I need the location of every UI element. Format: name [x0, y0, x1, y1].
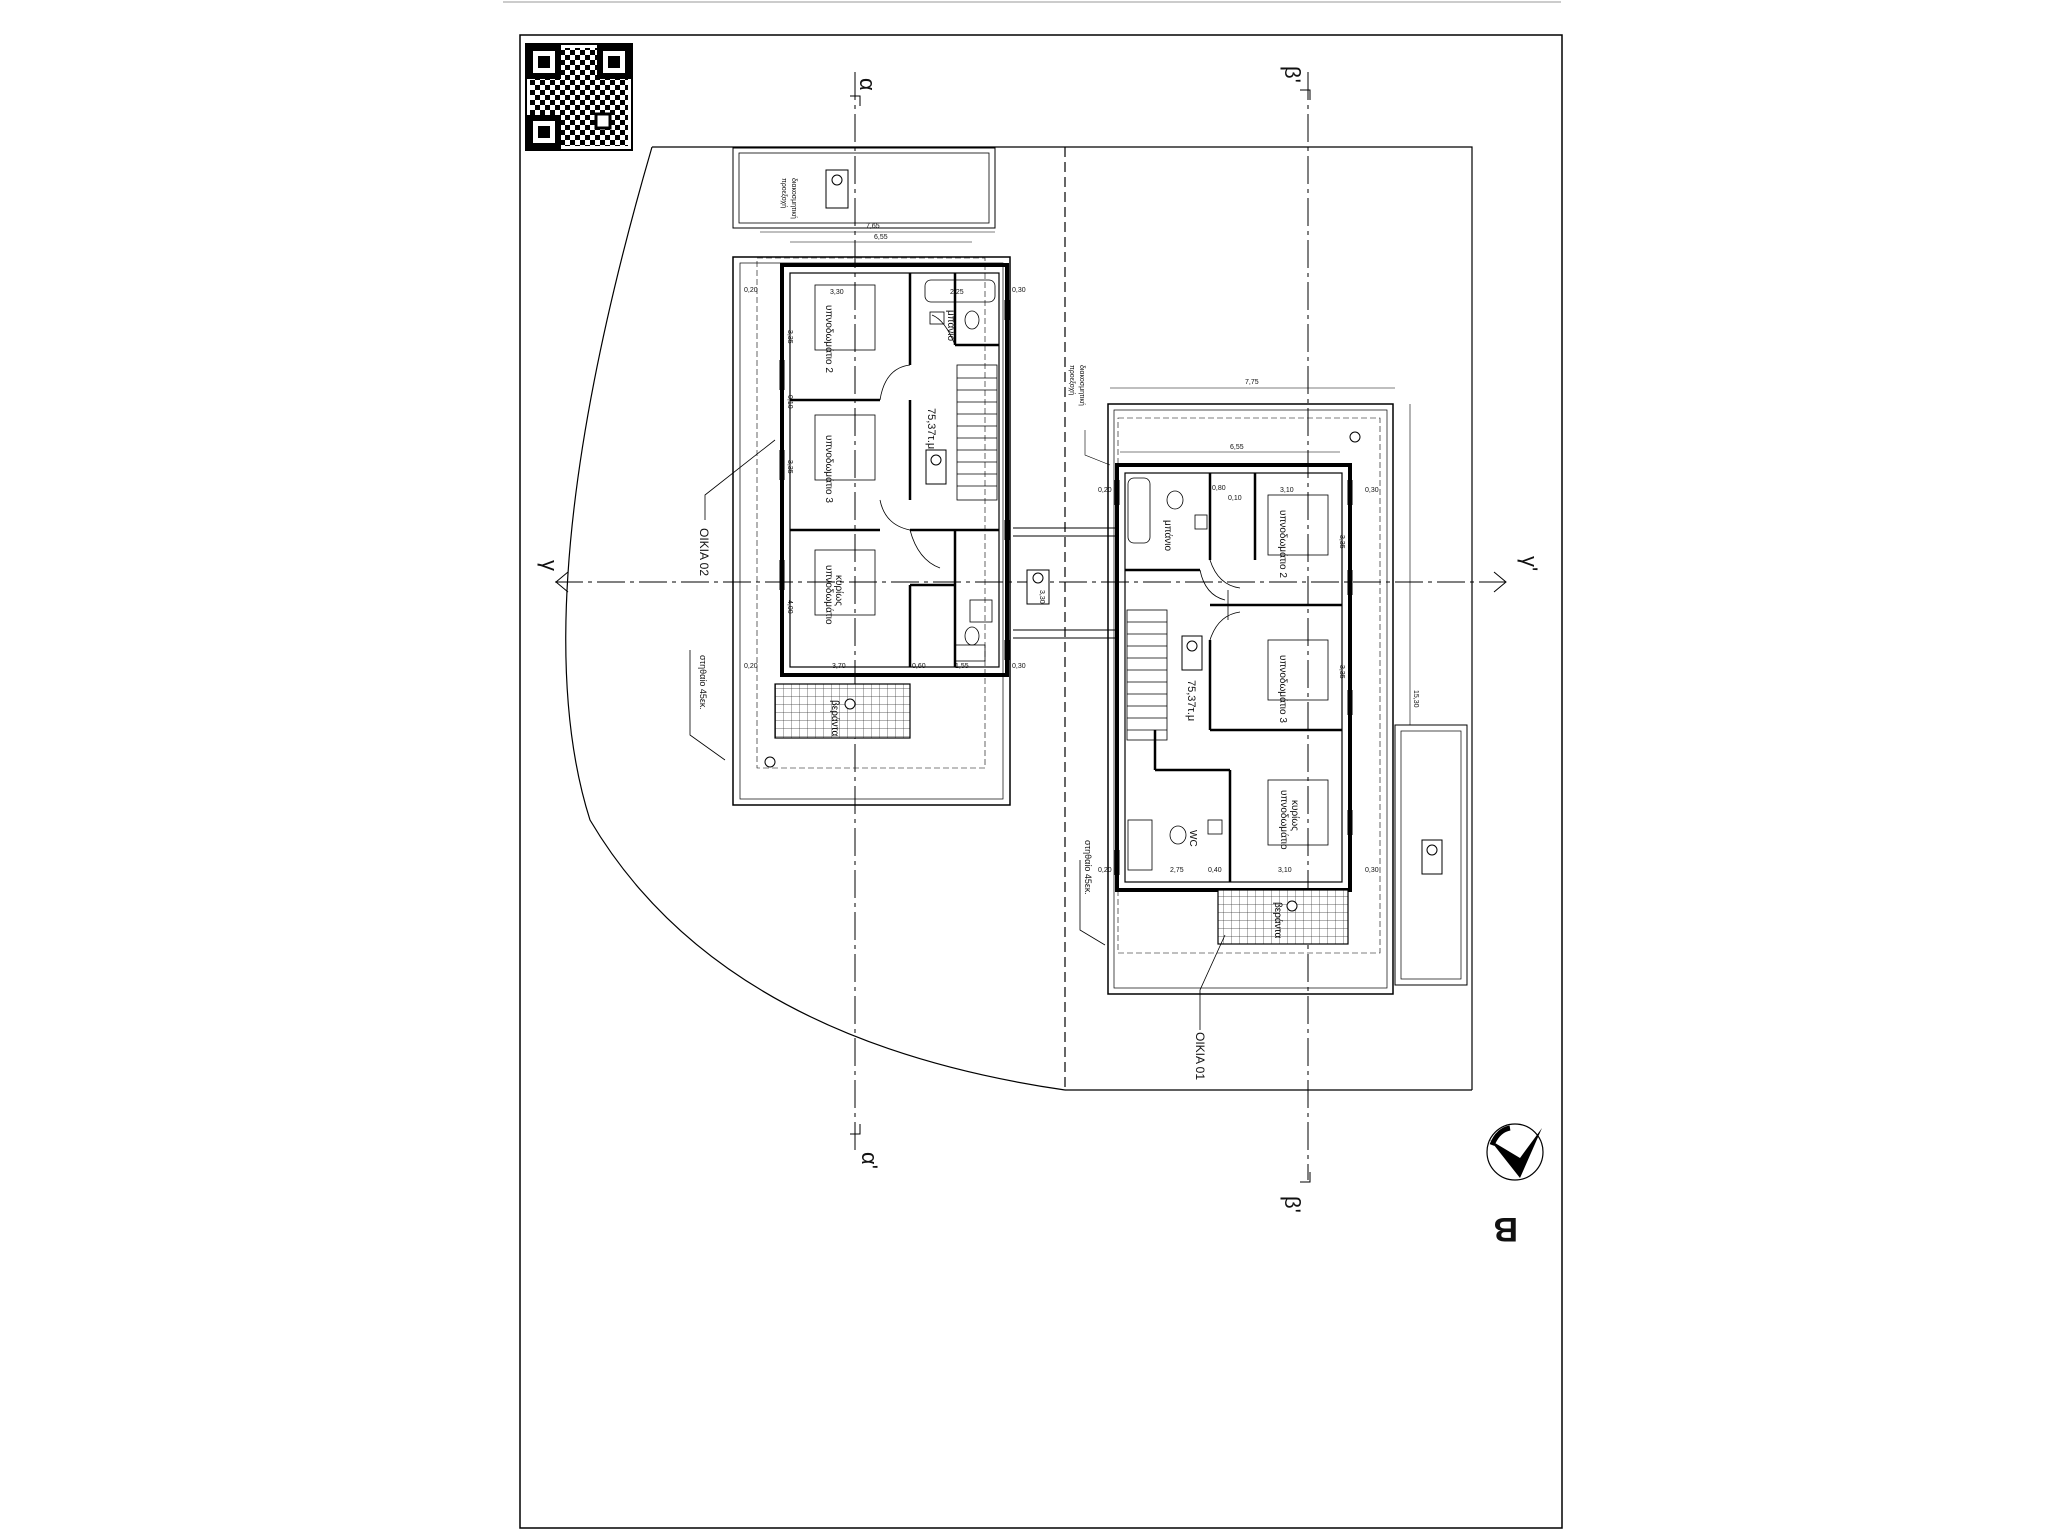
house01-room-master-1: κυρίως — [1289, 800, 1301, 831]
house01-room-master-2: υπνοδωμάτιο — [1278, 790, 1290, 850]
house01-room-bedroom-3: υπνοδωμάτιο 3 — [1277, 655, 1289, 723]
house01-veranda — [1217, 889, 1349, 945]
house02-dim-bottom-left: 0,20 — [744, 663, 758, 670]
house01-dim-bottom-b: 0,40 — [1208, 867, 1222, 874]
house01-level-tag-center — [1181, 635, 1203, 671]
house01-pergola-label-1: διακοσμητική — [1078, 365, 1085, 406]
house01-dim-bottom-w: 2,75 — [1170, 867, 1184, 874]
house02-dim-top-r: 0,30 — [1012, 287, 1026, 294]
house02-outer-wall — [780, 263, 1009, 677]
house02-dim-overall: 7,65 — [866, 223, 880, 230]
house01-dim-bottom-left: 0,20 — [1098, 867, 1112, 874]
house02-dim-h4: 4,00 — [786, 600, 793, 614]
house01-dim-inner: 6,55 — [1230, 444, 1244, 451]
house02-room-master-2: υπνοδωμάτιο — [823, 565, 835, 625]
house01-room-wc: WC — [1187, 830, 1198, 847]
house02-dim-h3: 3,35 — [786, 460, 793, 474]
house02-area: 75,37τ.μ — [925, 408, 937, 449]
house02-level-tag-top — [825, 169, 849, 209]
walkway — [1013, 527, 1115, 639]
house01-dim-h1: 3,35 — [1338, 535, 1345, 549]
house02-dim-room-w: 3,30 — [830, 289, 844, 296]
house02-pergola — [732, 147, 996, 229]
house02-dim-bath-w: 2,25 — [950, 289, 964, 296]
section-alpha-top: α — [855, 78, 880, 91]
house02-bath-fixtures — [924, 279, 996, 662]
house01-room-bedroom-2: υπνοδωμάτιο 2 — [1277, 510, 1289, 578]
house-02: διακοσμητική προεξοχή 7,65 6,55 — [689, 147, 1026, 806]
section-gamma-left: γ — [537, 560, 562, 571]
house01-dim-right: 0,30 — [1365, 487, 1379, 494]
section-beta-bottom: β' — [1280, 1196, 1305, 1213]
house02-pergola-label-1: διακοσμητική — [790, 178, 797, 219]
house02-veranda-label: βεράντα — [829, 700, 841, 736]
section-alpha-bottom: α' — [857, 1152, 882, 1169]
house02-dim-bottom-w: 3,70 — [832, 663, 846, 670]
house01-side-pergola — [1394, 724, 1468, 986]
house01-bed-master — [1267, 779, 1329, 846]
house02-name: ΟΙΚΙΑ 02 — [697, 528, 711, 576]
north-arrow: B — [1486, 1123, 1544, 1248]
house02-dim-bottom-b: 0,60 — [912, 663, 926, 670]
house-01: 7,75 διακοσμητική προεξοχή 15,30 6,55 — [1068, 365, 1468, 1080]
house02-veranda — [774, 683, 911, 739]
house02-bed-master — [814, 549, 876, 616]
house02-roof-note: στηθαίο 45εκ. — [698, 655, 708, 710]
house01-dim-overall: 7,75 — [1245, 379, 1259, 386]
house02-dim-h1: 3,35 — [786, 330, 793, 344]
drawing-frame — [519, 34, 1563, 1529]
house01-dim-left: 0,20 — [1098, 487, 1112, 494]
house02-room-master-1: κυρίως — [833, 575, 845, 606]
house01-level-tag-side — [1421, 839, 1443, 875]
house02-dim-h2: 0,10 — [786, 395, 793, 409]
house02-dim-inner: 6,55 — [874, 234, 888, 241]
house01-bed-3 — [1267, 639, 1329, 701]
plot-boundary — [565, 146, 1473, 1091]
house01-stairs — [1126, 609, 1168, 741]
house01-dim-a: 0,80 — [1212, 485, 1226, 492]
house02-stairs — [956, 364, 998, 501]
house02-dim-bottom-c: 1,55 — [955, 663, 969, 670]
house01-dim-bottom-c: 3,10 — [1278, 867, 1292, 874]
house02-roof-slab — [732, 256, 1011, 806]
house02-dim-bottom-d: 0,30 — [1012, 663, 1026, 670]
house01-roof-note: στηθαίο 45εκ. — [1083, 840, 1093, 895]
house02-bed-3 — [814, 414, 876, 481]
house02-room-bedroom-3: υπνοδωμάτιο 3 — [823, 435, 835, 503]
house02-room-bedroom-2: υπνοδωμάτιο 2 — [823, 305, 835, 373]
section-markers: α α' β' β' γ γ' — [537, 66, 1542, 1213]
house01-dim-bottom-d: 0,30 — [1365, 867, 1379, 874]
svg-text:3,30: 3,30 — [1038, 590, 1045, 604]
north-arrow-label: B — [1493, 1210, 1518, 1248]
house01-dim-b: 0,10 — [1228, 495, 1242, 502]
section-beta-top: β' — [1280, 66, 1305, 83]
house02-pergola-label-2: προεξοχή — [780, 178, 787, 208]
house01-bed-2 — [1267, 494, 1329, 556]
house02-level-tag-center — [925, 449, 947, 485]
house02-bed-2 — [814, 284, 876, 351]
house01-pergola-label-2: προεξοχή — [1068, 365, 1075, 395]
house02-room-bathroom: μπάνιο — [945, 310, 957, 342]
level-tag-walkway: 3,30 — [1026, 569, 1050, 605]
house01-dim-room-w: 3,10 — [1280, 487, 1294, 494]
section-lines — [555, 72, 1505, 1180]
house01-room-bathroom: μπάνιο — [1162, 520, 1174, 552]
house01-veranda-label: βεράντα — [1272, 902, 1284, 938]
qr-code — [525, 43, 633, 151]
section-gamma-right: γ' — [1517, 556, 1542, 571]
house02-dim-left-20: 0,20 — [744, 287, 758, 294]
house01-dim-total-h: 15,30 — [1412, 690, 1419, 708]
house01-name: ΟΙΚΙΑ 01 — [1193, 1032, 1207, 1080]
house01-dim-h2: 3,35 — [1338, 665, 1345, 679]
house01-area: 75,37τ.μ — [1185, 680, 1197, 721]
house01-bath-fixtures — [1127, 477, 1223, 871]
